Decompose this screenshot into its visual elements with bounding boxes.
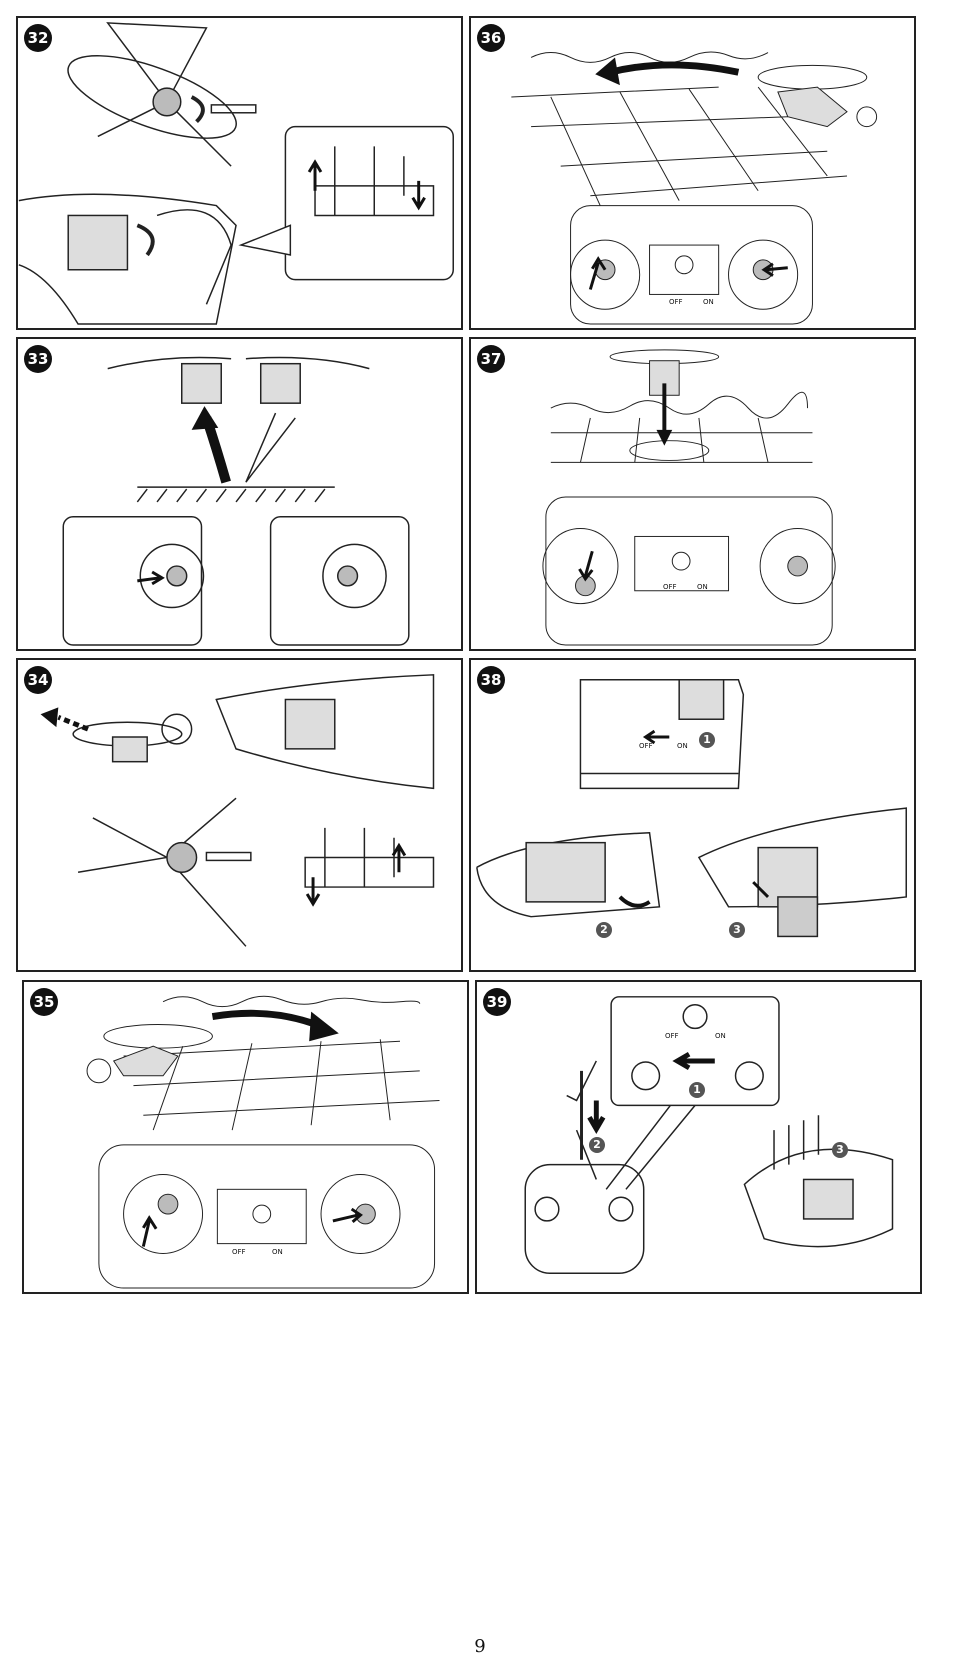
transmitter-battery-illustration	[524, 996, 894, 1274]
panel-32: 32	[16, 16, 463, 330]
switch-off-label: OFF	[665, 1032, 679, 1040]
step-1-badge: 1	[689, 1082, 705, 1098]
panel-33: 33	[16, 337, 463, 651]
panel-number: 35	[30, 988, 58, 1016]
battery-removal-illustration	[476, 679, 907, 938]
panel-number: 32	[24, 24, 52, 52]
landing-illustration	[542, 349, 836, 646]
forward-trim-illustration	[40, 674, 435, 947]
panel-number: 36	[477, 24, 505, 52]
panel-number: 37	[477, 345, 505, 373]
panel-number: 38	[477, 666, 505, 694]
step-3-badge: 3	[729, 922, 745, 938]
switch-on-label: ON	[697, 583, 708, 591]
panel-number: 39	[483, 988, 511, 1016]
switch-on-label: ON	[677, 742, 688, 750]
switch-off-label: OFF	[639, 742, 653, 750]
panel-39: 39 OFF ON 1 2 3	[475, 980, 922, 1294]
panel-36: 36 OFF ON	[469, 16, 916, 330]
switch-off-label: OFF	[232, 1248, 246, 1256]
panel-37: 37 OFF ON	[469, 337, 916, 651]
panel-number: 33	[24, 345, 52, 373]
page-number: 9	[474, 1636, 486, 1657]
switch-on-label: ON	[272, 1248, 283, 1256]
rotor-adjust-illustration	[18, 22, 454, 325]
panel-number: 34	[24, 666, 52, 694]
fly-right-illustration	[86, 995, 440, 1289]
panel-34: 34	[16, 658, 463, 972]
fly-left-illustration	[511, 51, 878, 325]
step-2-badge: 2	[589, 1137, 605, 1153]
panel-38: 38 OFF ON 1 2 3	[469, 658, 916, 972]
trim-illustration	[62, 356, 410, 646]
step-2-badge: 2	[596, 922, 612, 938]
switch-off-label: OFF	[663, 583, 677, 591]
switch-off-label: OFF	[669, 298, 683, 306]
switch-on-label: ON	[703, 298, 714, 306]
switch-on-label: ON	[715, 1032, 726, 1040]
panel-35: 35 OFF ON	[22, 980, 469, 1294]
step-1-badge: 1	[699, 732, 715, 748]
step-3-badge: 3	[832, 1142, 848, 1158]
